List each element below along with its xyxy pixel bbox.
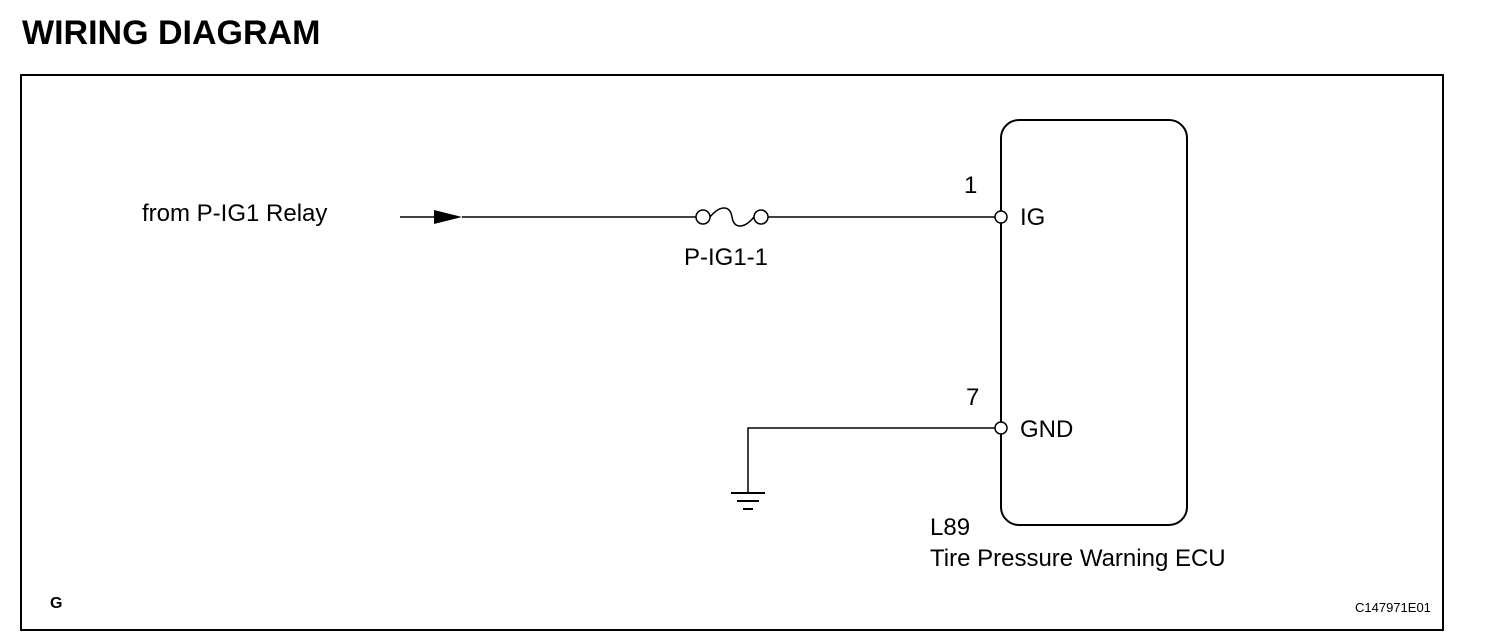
diagram-border bbox=[20, 74, 1444, 631]
pin-ig-number: 1 bbox=[964, 172, 977, 199]
ecu-connector-code: L89 bbox=[930, 514, 970, 541]
ecu-name: Tire Pressure Warning ECU bbox=[930, 545, 1226, 572]
pin-ig-terminal bbox=[994, 210, 1008, 224]
ecu-box bbox=[1000, 119, 1188, 526]
pin-ig-name: IG bbox=[1020, 204, 1045, 231]
figure-code: C147971E01 bbox=[1355, 600, 1431, 615]
pin-gnd-number: 7 bbox=[966, 384, 979, 411]
fuse-symbol bbox=[695, 207, 769, 227]
source-arrow bbox=[400, 210, 462, 224]
corner-letter: G bbox=[50, 595, 62, 612]
ground-symbol bbox=[731, 492, 765, 510]
fuse-label: P-IG1-1 bbox=[684, 244, 768, 271]
pin-gnd-terminal bbox=[994, 421, 1008, 435]
pin-gnd-name: GND bbox=[1020, 416, 1073, 443]
wire-gnd-to-ground bbox=[747, 427, 995, 492]
source-label: from P-IG1 Relay bbox=[142, 200, 327, 227]
page-title: WIRING DIAGRAM bbox=[22, 14, 321, 52]
